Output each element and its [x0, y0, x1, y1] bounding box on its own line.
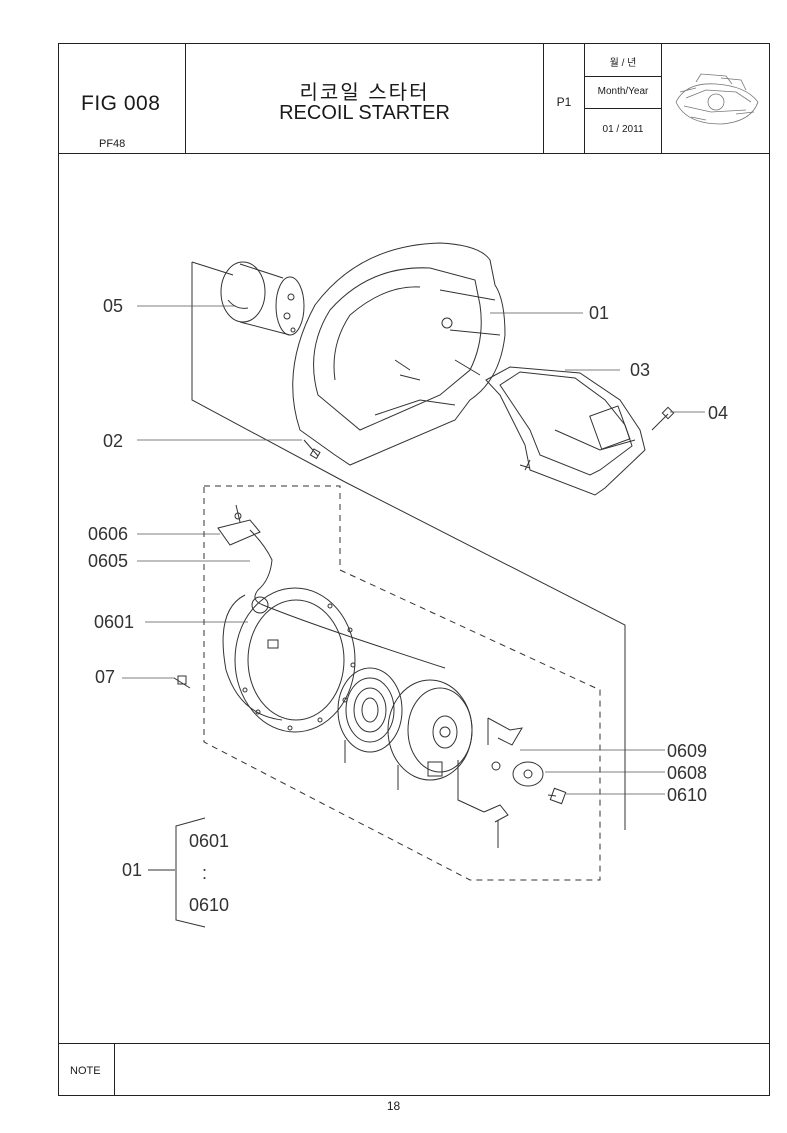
- part-reel: [387, 679, 473, 790]
- callout-07: 07: [95, 667, 116, 687]
- note-label: NOTE: [70, 1065, 101, 1077]
- title-korean: 리코일 스타터: [299, 82, 430, 104]
- callout-04: 04: [708, 403, 729, 423]
- assembly-dots: :: [202, 863, 208, 883]
- assembly-from: 0601: [189, 831, 230, 851]
- fig-code: FIG 008: [81, 92, 161, 115]
- date-cell: 월 / 년 Month/Year 01 / 2011: [585, 44, 662, 154]
- callout-0601: 0601: [94, 612, 135, 632]
- month-year-label: Month/Year: [597, 86, 649, 97]
- callout-02: 02: [103, 431, 124, 451]
- callout-0609: 0609: [667, 741, 708, 761]
- part-05-cylinder: [220, 261, 305, 336]
- callout-0606: 0606: [88, 524, 129, 544]
- part-04-bolt: [651, 406, 675, 431]
- page-code-cell: P1: [544, 44, 585, 154]
- month-year-korean: 월 / 년: [609, 58, 637, 69]
- housing-boundary: [191, 262, 346, 483]
- document-frame: FIG 008 PF48 리코일 스타터 RECOIL STARTER P1 월…: [58, 43, 770, 1096]
- part-pawls: [457, 717, 523, 848]
- fig-cell: FIG 008 PF48: [59, 44, 186, 154]
- part-03-cover: [485, 366, 646, 496]
- model-code: PF48: [99, 138, 126, 150]
- part-0605-rope: [249, 529, 446, 669]
- callout-0605: 0605: [88, 551, 129, 571]
- part-07-screw: [173, 675, 191, 689]
- part-0601-case: [222, 587, 356, 733]
- callout-0610: 0610: [667, 785, 708, 805]
- part-spring: [337, 667, 403, 763]
- callout-05: 05: [103, 296, 124, 316]
- part-02-bolt: [303, 439, 321, 460]
- callout-01: 01: [589, 303, 610, 323]
- note-row: NOTE: [59, 1043, 769, 1096]
- assembly-bracket: [148, 817, 206, 928]
- callout-03: 03: [630, 360, 651, 380]
- part-0608-plate: [512, 761, 544, 787]
- title-english: RECOIL STARTER: [279, 102, 450, 124]
- part-01-housing: [292, 242, 506, 466]
- part-0606-handle: [217, 504, 261, 546]
- page-code: P1: [556, 95, 572, 109]
- assembly-label: 01: [122, 860, 143, 880]
- callout-0608: 0608: [667, 763, 708, 783]
- date-value: 01 / 2011: [602, 124, 644, 135]
- title-cell: 리코일 스타터 RECOIL STARTER: [186, 44, 544, 154]
- assembly-to: 0610: [189, 895, 230, 915]
- note-label-cell: NOTE: [59, 1044, 115, 1096]
- part-0610-screw: [547, 787, 567, 805]
- thumbnail-cell: [662, 44, 769, 154]
- engine-thumbnail: [675, 73, 759, 125]
- page-number: 18: [386, 1099, 401, 1113]
